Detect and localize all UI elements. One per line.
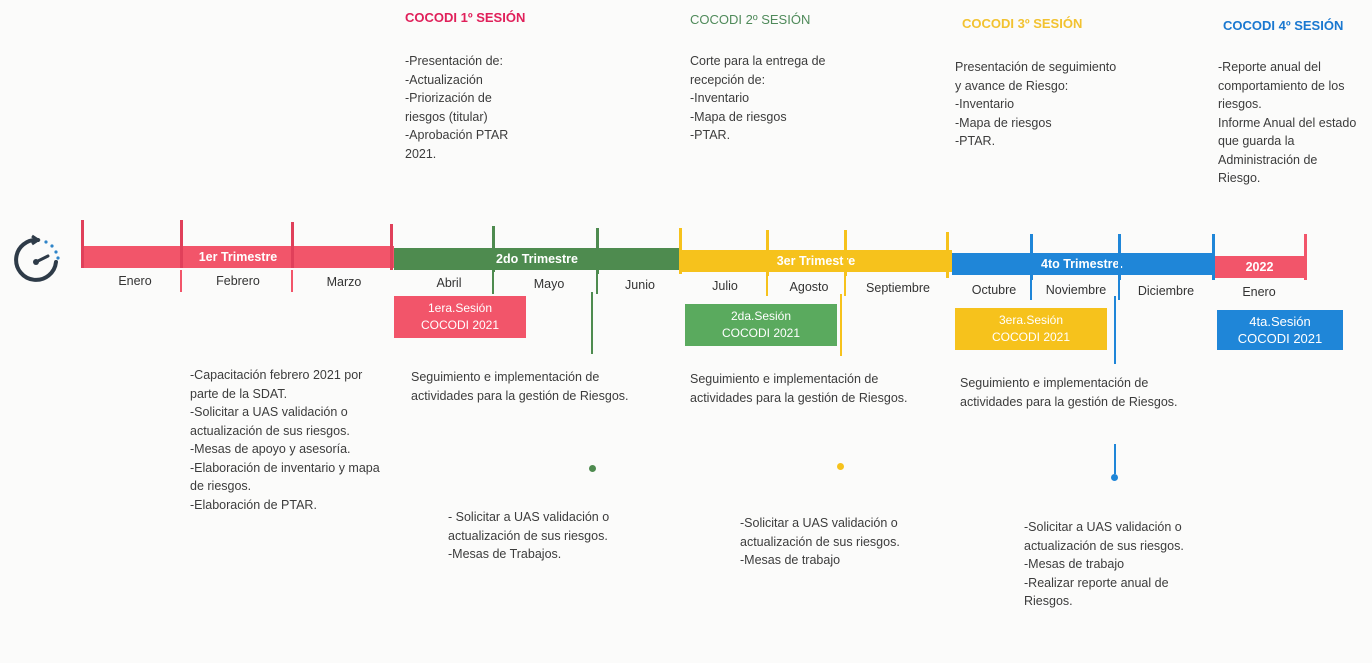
session-box-4-line2: COCODI 2021 bbox=[1237, 331, 1323, 346]
session-3-body: Presentación de seguimiento y avance de … bbox=[955, 60, 1117, 148]
month-abril: Abril bbox=[436, 276, 462, 290]
quarter-2-bar: 2do Trimestre bbox=[394, 248, 680, 270]
month-enero: Enero bbox=[118, 274, 152, 288]
month-separator bbox=[1118, 278, 1120, 300]
session-1-body: -Presentación de: -Actualización -Priori… bbox=[405, 54, 509, 161]
session-4-body: -Reporte anual del comportamiento de los… bbox=[1218, 60, 1357, 185]
quarter-4-label: 4to Trimestre. bbox=[1041, 257, 1123, 271]
month-septiembre: Septiembre bbox=[866, 281, 930, 295]
month-marzo: Marzo bbox=[326, 275, 362, 289]
tick bbox=[596, 228, 599, 274]
session-2-body: Corte para la entrega de recepción de: -… bbox=[690, 54, 826, 142]
month-mayo: Mayo bbox=[533, 277, 565, 291]
month-julio: Julio bbox=[712, 279, 738, 293]
year-2022-label: 2022 bbox=[1245, 260, 1274, 274]
quarter-2-label: 2do Trimestre bbox=[496, 252, 578, 266]
quarter-3-bar: 3er Trimestre bbox=[680, 250, 952, 272]
session-1-title: COCODI 1º SESIÓN bbox=[405, 10, 526, 25]
q4-tasks: -Solicitar a UAS validación o actualizac… bbox=[1024, 520, 1184, 608]
q1-activities: -Capacitación febrero 2021 por parte de … bbox=[190, 368, 380, 512]
session-4-title: COCODI 4º SESIÓN bbox=[1223, 18, 1344, 33]
tick bbox=[946, 232, 949, 278]
q3-followup: Seguimiento e implementación de activida… bbox=[690, 372, 908, 405]
session-box-2: 2da.Sesión COCODI 2021 bbox=[685, 304, 837, 346]
tick bbox=[492, 226, 495, 272]
connector-line bbox=[591, 292, 593, 354]
month-separator bbox=[1030, 278, 1032, 300]
session-2-title: COCODI 2º SESIÓN bbox=[690, 12, 811, 27]
month-separator bbox=[596, 272, 598, 294]
connector-dot bbox=[1111, 474, 1118, 481]
tick bbox=[1304, 234, 1307, 280]
q2-followup: Seguimiento e implementación de activida… bbox=[411, 370, 629, 403]
tick bbox=[291, 222, 294, 268]
tick bbox=[679, 228, 682, 274]
tick bbox=[81, 220, 84, 268]
tick bbox=[844, 230, 847, 276]
month-febrero: Febrero bbox=[216, 274, 260, 288]
session-box-2-line1: 2da.Sesión bbox=[730, 309, 792, 323]
q2-tasks: - Solicitar a UAS validación o actualiza… bbox=[448, 510, 610, 561]
connector-dot bbox=[589, 465, 596, 472]
tick bbox=[766, 230, 769, 276]
quarter-3-label: 3er Trimestre bbox=[776, 254, 856, 268]
quarter-4-bar: 4to Trimestre. bbox=[952, 253, 1212, 275]
month-separator bbox=[492, 272, 494, 294]
session-box-1-line2: COCODI 2021 bbox=[420, 318, 500, 332]
connector-line bbox=[840, 294, 842, 356]
month-enero-2022: Enero bbox=[1242, 285, 1276, 299]
tick bbox=[1212, 234, 1215, 280]
month-separator bbox=[180, 270, 182, 292]
quarter-1-bar: 1er Trimestre bbox=[82, 246, 394, 268]
month-junio: Junio bbox=[625, 278, 655, 292]
month-noviembre: Noviembre bbox=[1045, 283, 1107, 297]
stopwatch-icon bbox=[8, 232, 64, 288]
month-separator bbox=[766, 274, 768, 296]
session-box-1: 1era.Sesión COCODI 2021 bbox=[394, 296, 526, 338]
month-agosto: Agosto bbox=[789, 280, 829, 294]
tick bbox=[1118, 234, 1121, 280]
year-2022-bar: 2022 bbox=[1212, 256, 1307, 278]
month-separator bbox=[844, 274, 846, 296]
session-box-3-line1: 3era.Sesión bbox=[998, 313, 1064, 327]
session-box-4: 4ta.Sesión COCODI 2021 bbox=[1217, 310, 1343, 350]
tick bbox=[1030, 234, 1033, 280]
session-box-3-line2: COCODI 2021 bbox=[991, 330, 1071, 344]
session-box-1-line1: 1era.Sesión bbox=[427, 301, 493, 315]
connector-dot bbox=[837, 463, 844, 470]
tick bbox=[180, 220, 183, 268]
connector-line bbox=[1114, 296, 1116, 364]
tick bbox=[390, 224, 393, 270]
month-separator bbox=[291, 270, 293, 292]
quarter-1-label: 1er Trimestre bbox=[198, 250, 278, 264]
q3-tasks: -Solicitar a UAS validación o actualizac… bbox=[740, 516, 900, 567]
session-box-2-line2: COCODI 2021 bbox=[721, 326, 801, 340]
month-octubre: Octubre bbox=[971, 283, 1017, 297]
session-box-3: 3era.Sesión COCODI 2021 bbox=[955, 308, 1107, 350]
month-diciembre: Diciembre bbox=[1137, 284, 1195, 298]
q4-followup: Seguimiento e implementación de activida… bbox=[960, 376, 1178, 409]
session-box-4-line1: 4ta.Sesión bbox=[1249, 314, 1311, 329]
session-3-title: COCODI 3º SESIÓN bbox=[962, 16, 1083, 31]
connector-line bbox=[1114, 444, 1116, 474]
